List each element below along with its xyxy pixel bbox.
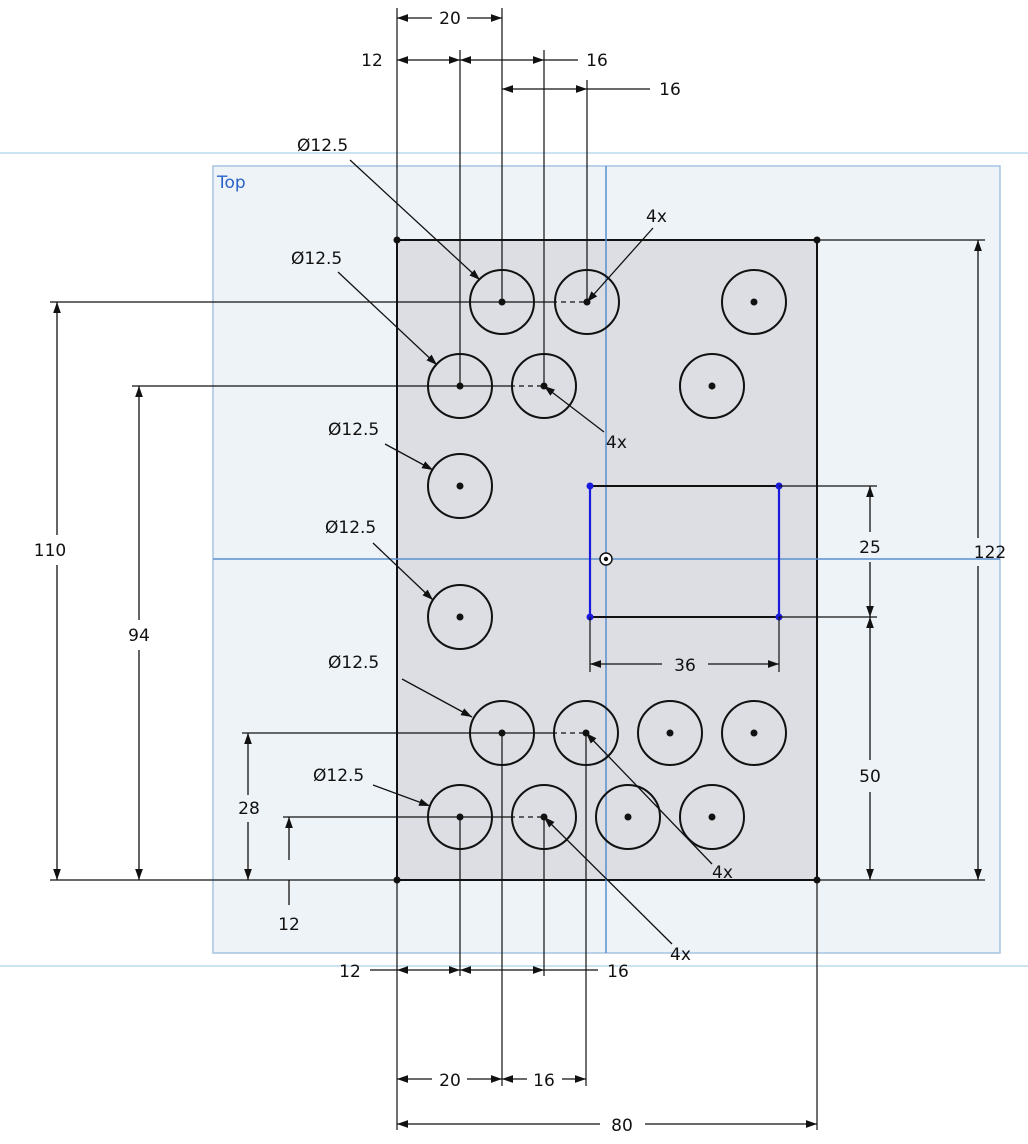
dim-16-top-b: 16 bbox=[659, 80, 681, 100]
dim-50: 50 bbox=[859, 767, 881, 787]
leader-lines bbox=[337, 159, 713, 945]
dim-16-bottom-b: 16 bbox=[533, 1071, 555, 1091]
pattern-callout: 4x bbox=[606, 433, 627, 453]
pattern-callout: 4x bbox=[646, 207, 667, 227]
callout-texts: Ø12.5 Ø12.5 Ø12.5 Ø12.5 Ø12.5 Ø12.5 4x 4… bbox=[291, 136, 733, 965]
diameter-callout: Ø12.5 bbox=[291, 249, 342, 269]
plane-label: Top bbox=[216, 173, 246, 193]
dim-12-left: 12 bbox=[278, 915, 300, 935]
extension-lines bbox=[50, 8, 985, 1130]
diameter-callout: Ø12.5 bbox=[297, 136, 348, 156]
dim-80: 80 bbox=[611, 1116, 633, 1136]
hole bbox=[595, 784, 661, 850]
hole bbox=[637, 700, 703, 766]
diameter-callout: Ø12.5 bbox=[325, 518, 376, 538]
dim-25: 25 bbox=[859, 538, 881, 558]
hole bbox=[427, 584, 493, 650]
dim-16-top-a: 16 bbox=[586, 51, 608, 71]
dimension-texts: 20 12 16 16 110 94 28 12 122 25 36 50 12… bbox=[34, 9, 1006, 1136]
hole bbox=[427, 453, 493, 519]
dimension-lines bbox=[53, 14, 982, 1128]
pattern-callout: 4x bbox=[712, 863, 733, 883]
hole bbox=[679, 784, 745, 850]
diameter-callout: Ø12.5 bbox=[328, 420, 379, 440]
pattern-callout: 4x bbox=[670, 945, 691, 965]
dim-20-top: 20 bbox=[439, 9, 461, 29]
hole bbox=[679, 353, 745, 419]
diameter-callout: Ø12.5 bbox=[313, 766, 364, 786]
dim-28: 28 bbox=[238, 799, 260, 819]
hole bbox=[721, 269, 787, 335]
dim-36: 36 bbox=[674, 656, 696, 676]
dim-12-top: 12 bbox=[361, 51, 383, 71]
dim-110: 110 bbox=[34, 541, 66, 561]
dim-16-bottom: 16 bbox=[607, 962, 629, 982]
dim-122: 122 bbox=[974, 543, 1006, 563]
diameter-callout: Ø12.5 bbox=[328, 653, 379, 673]
dim-12-bottom: 12 bbox=[339, 962, 361, 982]
dim-20-bottom: 20 bbox=[439, 1071, 461, 1091]
hole bbox=[721, 700, 787, 766]
dim-94: 94 bbox=[128, 626, 150, 646]
origin-icon[interactable] bbox=[599, 552, 613, 566]
